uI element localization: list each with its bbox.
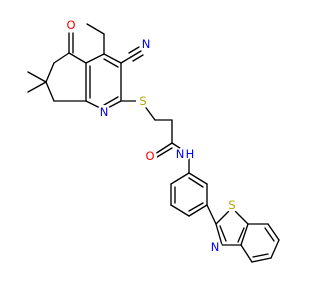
atom-sulfur-thiazole: S xyxy=(225,198,239,212)
bond xyxy=(45,81,55,102)
bond xyxy=(240,223,249,246)
bond xyxy=(237,227,245,243)
bond-layer xyxy=(27,23,280,263)
bond xyxy=(128,46,140,54)
bond xyxy=(27,71,47,83)
bond xyxy=(103,96,119,106)
bond xyxy=(85,53,105,64)
molecule-structure: O N N S O N H xyxy=(27,18,280,263)
atom-label: O xyxy=(145,149,154,163)
atom-label: O xyxy=(66,18,75,32)
bond xyxy=(215,223,223,246)
bond xyxy=(264,227,275,242)
atom-oxygen-ketone: O xyxy=(64,18,78,32)
atom-label: N xyxy=(176,147,185,161)
atom-sulfur-thioether: S xyxy=(136,94,150,108)
bond xyxy=(86,23,105,35)
bond xyxy=(132,54,144,62)
bond xyxy=(188,202,204,212)
bond xyxy=(154,142,173,155)
bond xyxy=(267,223,280,241)
bond xyxy=(270,239,280,259)
atom-label-layer: O N N S O N H xyxy=(64,18,239,254)
bond xyxy=(188,177,204,188)
bond xyxy=(103,58,119,68)
atom-label: N xyxy=(100,105,109,119)
bond xyxy=(188,172,208,185)
atom-label: N xyxy=(211,240,220,254)
bond xyxy=(103,53,122,64)
bond xyxy=(27,81,47,93)
atom-label: S xyxy=(228,198,235,212)
bond xyxy=(219,225,227,242)
bond xyxy=(68,52,87,64)
atom-nitrogen-nitrile: N xyxy=(139,37,153,51)
bond xyxy=(120,56,132,64)
bond xyxy=(130,50,142,58)
bond xyxy=(188,204,208,217)
bond xyxy=(240,244,253,263)
atom-nitrogen-pyridine: N xyxy=(97,105,111,119)
bond xyxy=(252,253,269,258)
atom-label: S xyxy=(139,94,146,108)
bond xyxy=(206,204,217,225)
bond xyxy=(170,204,190,217)
atom-label: H xyxy=(186,147,195,161)
bond xyxy=(170,172,190,185)
bond xyxy=(251,257,272,263)
atom-label: N xyxy=(142,37,151,51)
atom-nitrogen-amide: N H xyxy=(176,147,195,161)
molecule-canvas: O N N S O N H xyxy=(27,18,280,263)
bond xyxy=(156,147,173,158)
bond xyxy=(45,62,55,83)
atom-oxygen-amide: O xyxy=(143,149,157,163)
atom-nitrogen-thiazole: N xyxy=(208,240,222,254)
bond xyxy=(53,52,70,64)
